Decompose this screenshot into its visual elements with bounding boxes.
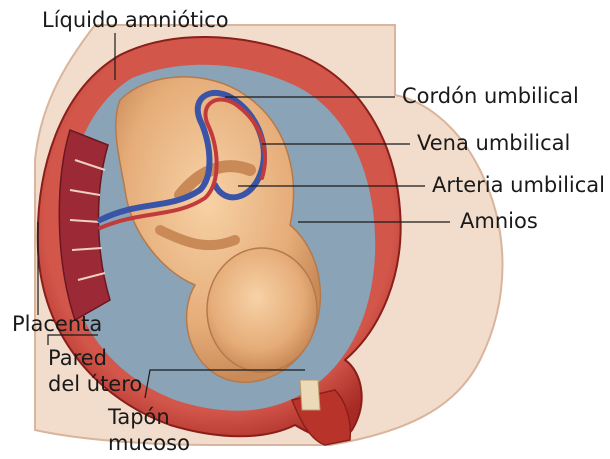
fetus-head: [207, 248, 317, 372]
label-uterine-wall-line1: Pared: [48, 346, 107, 370]
label-amnion: Amnios: [460, 209, 538, 233]
label-umbilical-vein: Vena umbilical: [417, 131, 570, 155]
label-mucus-plug-line1: Tapón: [108, 405, 170, 429]
label-mucus-plug-line2: mucoso: [108, 431, 190, 455]
mucus-plug: [300, 380, 320, 410]
label-umbilical-cord: Cordón umbilical: [402, 84, 579, 108]
label-placenta: Placenta: [12, 312, 102, 336]
label-umbilical-artery: Arteria umbilical: [432, 173, 605, 197]
label-uterine-wall-line2: del útero: [48, 372, 142, 396]
label-amniotic-fluid: Líquido amniótico: [42, 8, 229, 32]
